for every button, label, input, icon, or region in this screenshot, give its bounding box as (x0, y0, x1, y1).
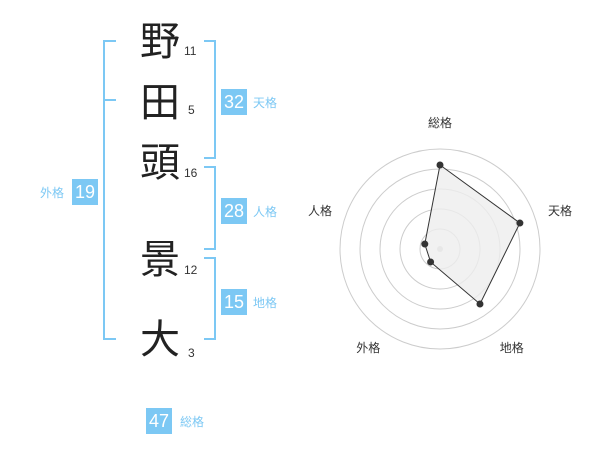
radar-point-2 (516, 219, 524, 227)
stroke-count-4: 12 (184, 263, 198, 277)
stroke-count-2: 5 (188, 103, 195, 117)
radar-point-5 (421, 240, 429, 248)
stroke-count-1: 11 (184, 44, 197, 58)
chikaku-value: 15 (221, 289, 247, 315)
radar-axis-label-2: 天格 (548, 204, 573, 219)
chikaku-bracket (204, 257, 216, 340)
name-char-1: 野 (140, 19, 180, 65)
radar-series-polygon (424, 164, 521, 305)
jinkaku-label: 人格 (253, 205, 278, 219)
radar-point-3 (476, 300, 484, 308)
soukaku-label: 総格 (180, 415, 205, 429)
gaikaku-value: 19 (72, 179, 98, 205)
radar-ring (339, 148, 541, 350)
gaikaku-label: 外格 (40, 186, 65, 200)
radar-axis-label-1: 総格 (428, 116, 453, 130)
name-char-5: 大 (140, 317, 180, 363)
name-char-4: 景 (140, 237, 180, 283)
radar-point-4 (427, 258, 435, 266)
radar-axis-label-5: 人格 (307, 204, 332, 219)
radar-axis-label-3: 地格 (499, 340, 524, 355)
jinkaku-value: 28 (221, 198, 247, 224)
soukaku-value: 47 (146, 408, 172, 434)
radar-axis-label-4: 外格 (356, 340, 381, 355)
tenkaku-label: 天格 (253, 96, 278, 110)
name-char-3: 頭 (140, 140, 180, 186)
tenkaku-bracket (204, 40, 216, 159)
stroke-count-5: 3 (188, 346, 195, 360)
chikaku-label: 地格 (253, 296, 278, 310)
tenkaku-value: 32 (221, 89, 247, 115)
gaikaku-bracket (103, 40, 116, 340)
radar-point-1 (436, 161, 444, 169)
jinkaku-bracket (204, 166, 216, 250)
stroke-count-3: 16 (184, 166, 198, 180)
name-char-2: 田 (140, 80, 180, 126)
